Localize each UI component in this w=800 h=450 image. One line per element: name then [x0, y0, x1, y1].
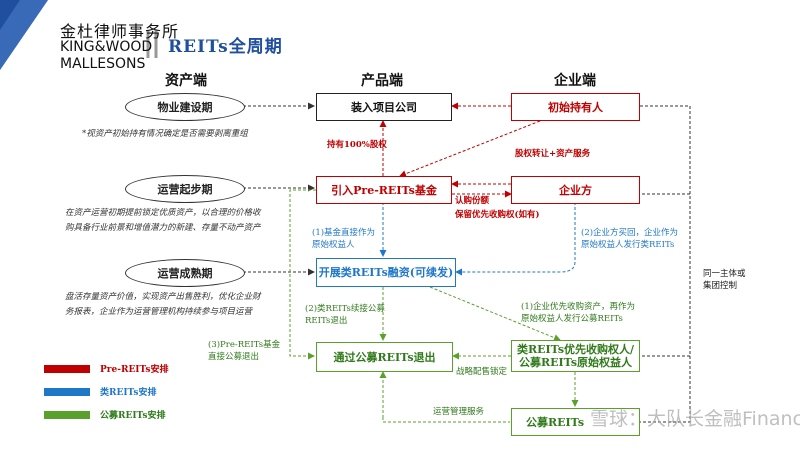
label-equity-100: 持有100%股权	[327, 140, 387, 150]
label-same-control-2: 集团控制	[703, 281, 738, 291]
box-class-reits: 开展类REITs融资(可续发)	[316, 258, 456, 287]
box-pre-reits: 引入Pre-REITs基金	[316, 176, 452, 204]
legend-swatch-public	[44, 411, 90, 419]
logo-en-line2: MALLESONS	[60, 56, 146, 72]
watermark: 雪球：大队长金融Finance	[590, 408, 800, 430]
arrow-pre-to-exit	[289, 189, 316, 360]
note-startup-1: 在资产运营初期提前锁定优质资产，以合理的价格收	[65, 208, 261, 218]
box-public-exit: 通过公募REITs退出	[316, 342, 453, 372]
box-initial-holder: 初始持有人	[511, 93, 640, 121]
corner-triangle-accent	[0, 0, 48, 70]
label-pre-exit-2: 直接公募退出	[208, 352, 260, 362]
label-ent-priority-1: (1)企业优先收购资产，再作为	[521, 302, 636, 312]
label-ent-buy: (2)企业方买回，企业作为 原始权益人发行类REITs	[581, 227, 678, 251]
label-same-control-1: 同一主体或	[703, 269, 746, 279]
legend-label-pre: Pre-REITs安排	[100, 365, 169, 375]
label-fund-direct-2: 原始权益人	[312, 240, 355, 250]
label-strategic: 战略配售锁定	[456, 367, 508, 377]
stage-mature: 运营成熟期	[125, 259, 245, 287]
legend-label-public: 公募REITs安排	[100, 411, 166, 421]
box-project-company: 装入项目公司	[316, 93, 452, 121]
arrow-class-to-priority	[429, 286, 561, 341]
note-mature-2: 务报表，企业作为运营管理机构持续参与项目运营	[65, 307, 253, 317]
label-class-cont: (2)类REITs续接公募 REITs退出	[305, 303, 385, 327]
label-ent-priority-2: 原始权益人发行公募REITs	[521, 314, 623, 324]
label-ent-buy-2: 原始权益人发行类REITs	[581, 240, 675, 250]
column-product: 产品端	[361, 73, 403, 89]
column-enterprise: 企业端	[554, 73, 596, 89]
stage-startup: 运营起步期	[125, 175, 245, 203]
stage-property: 物业建设期	[125, 93, 245, 121]
label-ent-priority: (1)企业优先收购资产，再作为 原始权益人发行公募REITs	[521, 301, 635, 325]
label-same-control: 同一主体或 集团控制	[703, 268, 746, 292]
column-assets: 资产端	[165, 73, 207, 89]
box-priority-holder: 类REITs优先收购权人/ 公募REITs原始权益人	[511, 340, 640, 372]
arrow-ops-service	[382, 418, 510, 423]
note-property: *视资产初始持有情况确定是否需要剥离重组	[82, 129, 248, 139]
box-public-reits: 公募REITs	[511, 408, 640, 436]
priority-line-1: 类REITs优先收购权人/	[516, 343, 635, 356]
label-ent-buy-1: (2)企业方买回，企业作为	[581, 228, 679, 238]
logo-cn: 金杜律师事务所	[60, 22, 180, 41]
label-pre-exit-1: (3)Pre-REITs基金	[208, 340, 281, 350]
label-subscribe: 认购份额	[455, 196, 490, 206]
label-fund-direct-1: (1)基金直接作为	[312, 228, 376, 238]
note-mature-1: 盘活存量资产价值，实现资产出售胜利，优化企业财	[65, 292, 261, 302]
box-enterprise: 企业方	[511, 176, 640, 204]
same-control-bracket	[640, 105, 691, 423]
label-class-cont-2: REITs退出	[305, 316, 348, 326]
label-equity-transfer: 股权转让+资产服务	[515, 149, 591, 159]
legend-swatch-class	[44, 388, 90, 396]
priority-line-2: 公募REITs原始权益人	[518, 356, 633, 369]
note-startup-2: 购具备行业前景和增值潜力的新建、存量不动产资产	[65, 223, 261, 233]
legend-swatch-pre	[44, 365, 90, 373]
label-priority-right: 保留优先收购权(如有)	[455, 210, 540, 220]
arrow-ent-to-class	[455, 202, 576, 276]
label-ops-service: 运营管理服务	[433, 407, 485, 417]
page-title: REITs全周期	[168, 37, 283, 57]
label-class-cont-1: (2)类REITs续接公募	[305, 304, 385, 314]
logo-en-line1: KING&WOOD	[60, 39, 153, 55]
arrow-holder-to-pre	[399, 120, 541, 178]
label-pre-exit: (3)Pre-REITs基金 直接公募退出	[208, 339, 280, 363]
legend-label-class: 类REITs安排	[100, 388, 157, 398]
label-fund-direct: (1)基金直接作为 原始权益人	[312, 227, 375, 251]
